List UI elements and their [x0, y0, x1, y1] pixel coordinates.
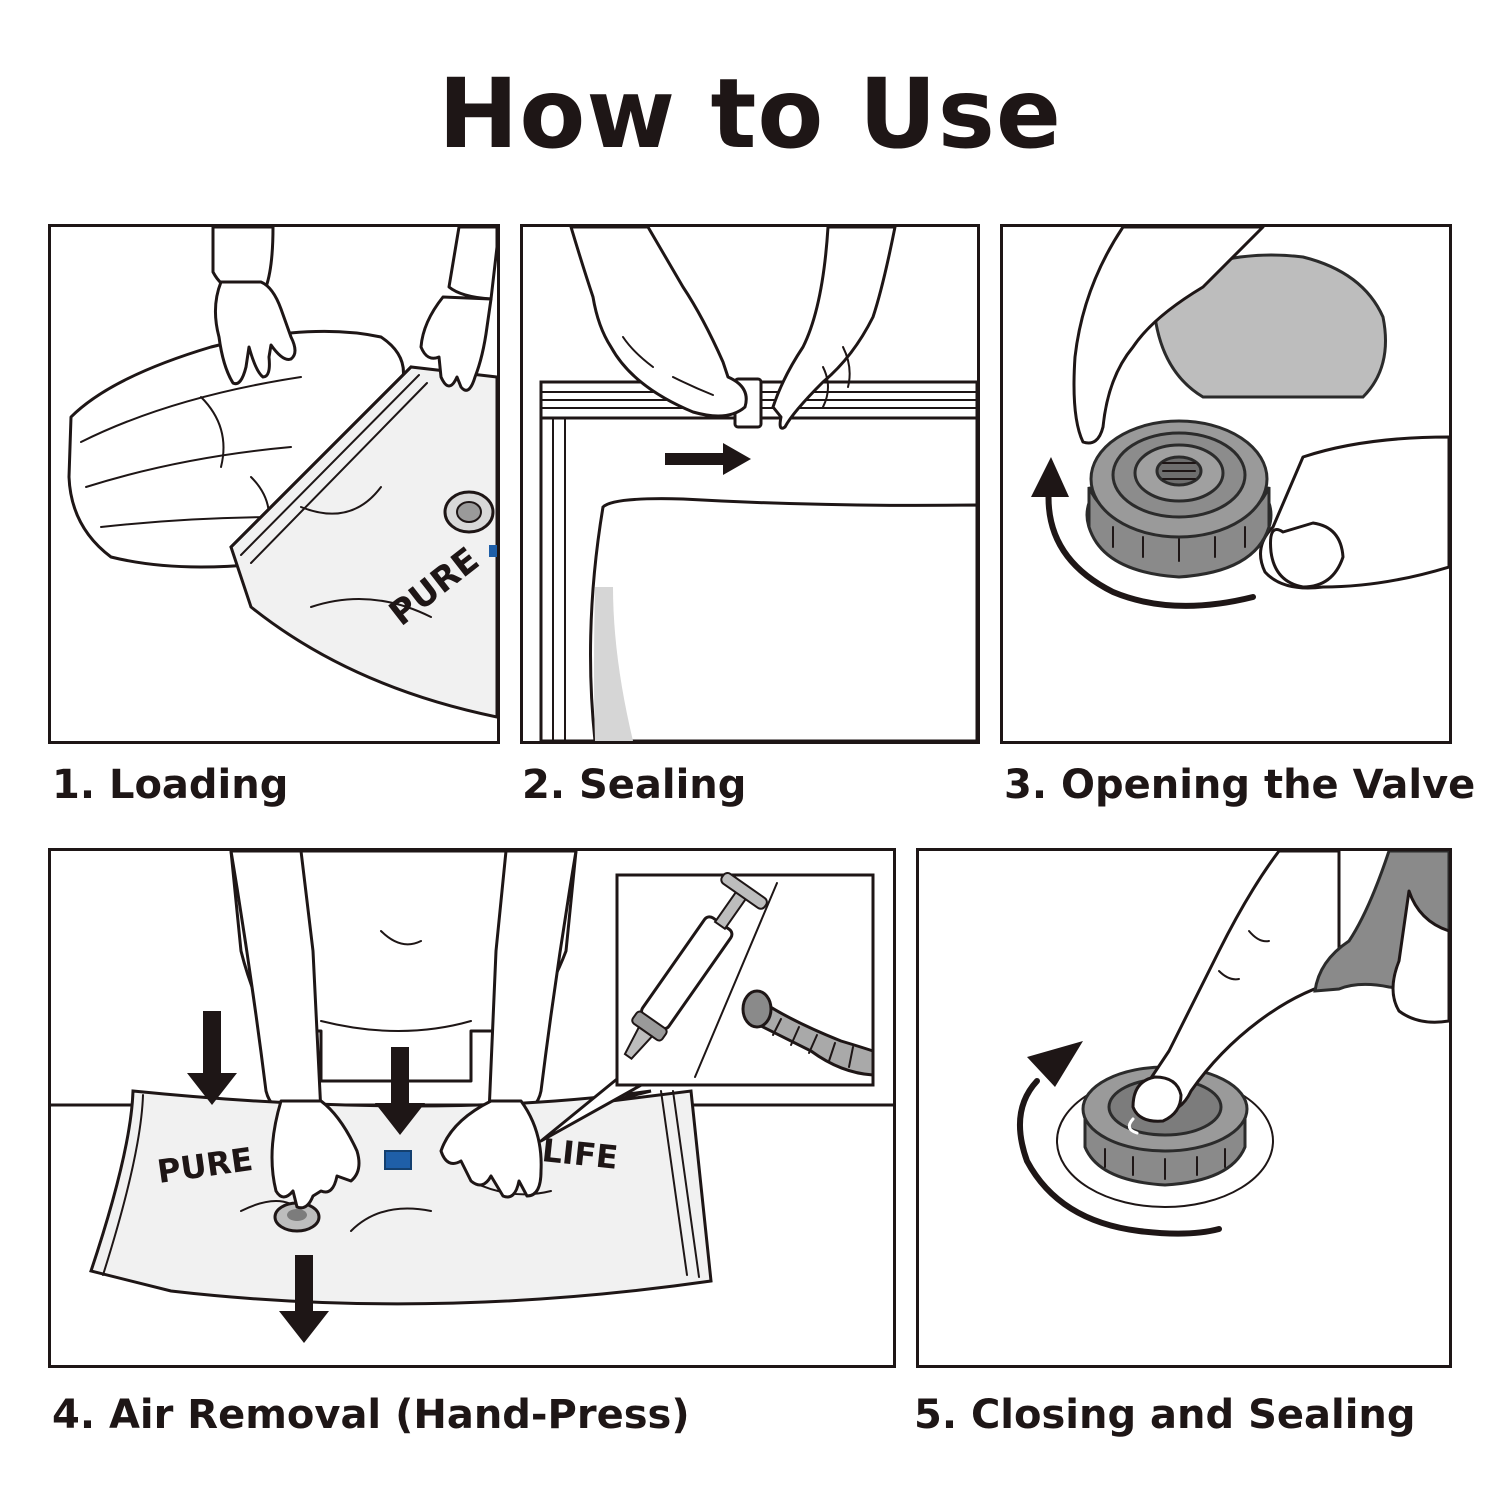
- step-5-caption: 5. Closing and Sealing: [914, 1392, 1416, 1438]
- step-2-caption: 2. Sealing: [522, 762, 747, 808]
- step-1-caption: 1. Loading: [52, 762, 289, 808]
- page-title: How to Use: [438, 58, 1062, 170]
- bag-brand-word-2: LIFE: [540, 1131, 620, 1177]
- step-5-illustration: [916, 848, 1452, 1368]
- step-3-caption: 3. Opening the Valve: [1004, 762, 1476, 808]
- step-4-caption: 4. Air Removal (Hand-Press): [52, 1392, 690, 1438]
- step-1-illustration: PURE: [48, 224, 500, 744]
- step-2-illustration: [520, 224, 980, 744]
- step-4-illustration: PURE LIFE: [48, 848, 896, 1368]
- step-3-illustration: [1000, 224, 1452, 744]
